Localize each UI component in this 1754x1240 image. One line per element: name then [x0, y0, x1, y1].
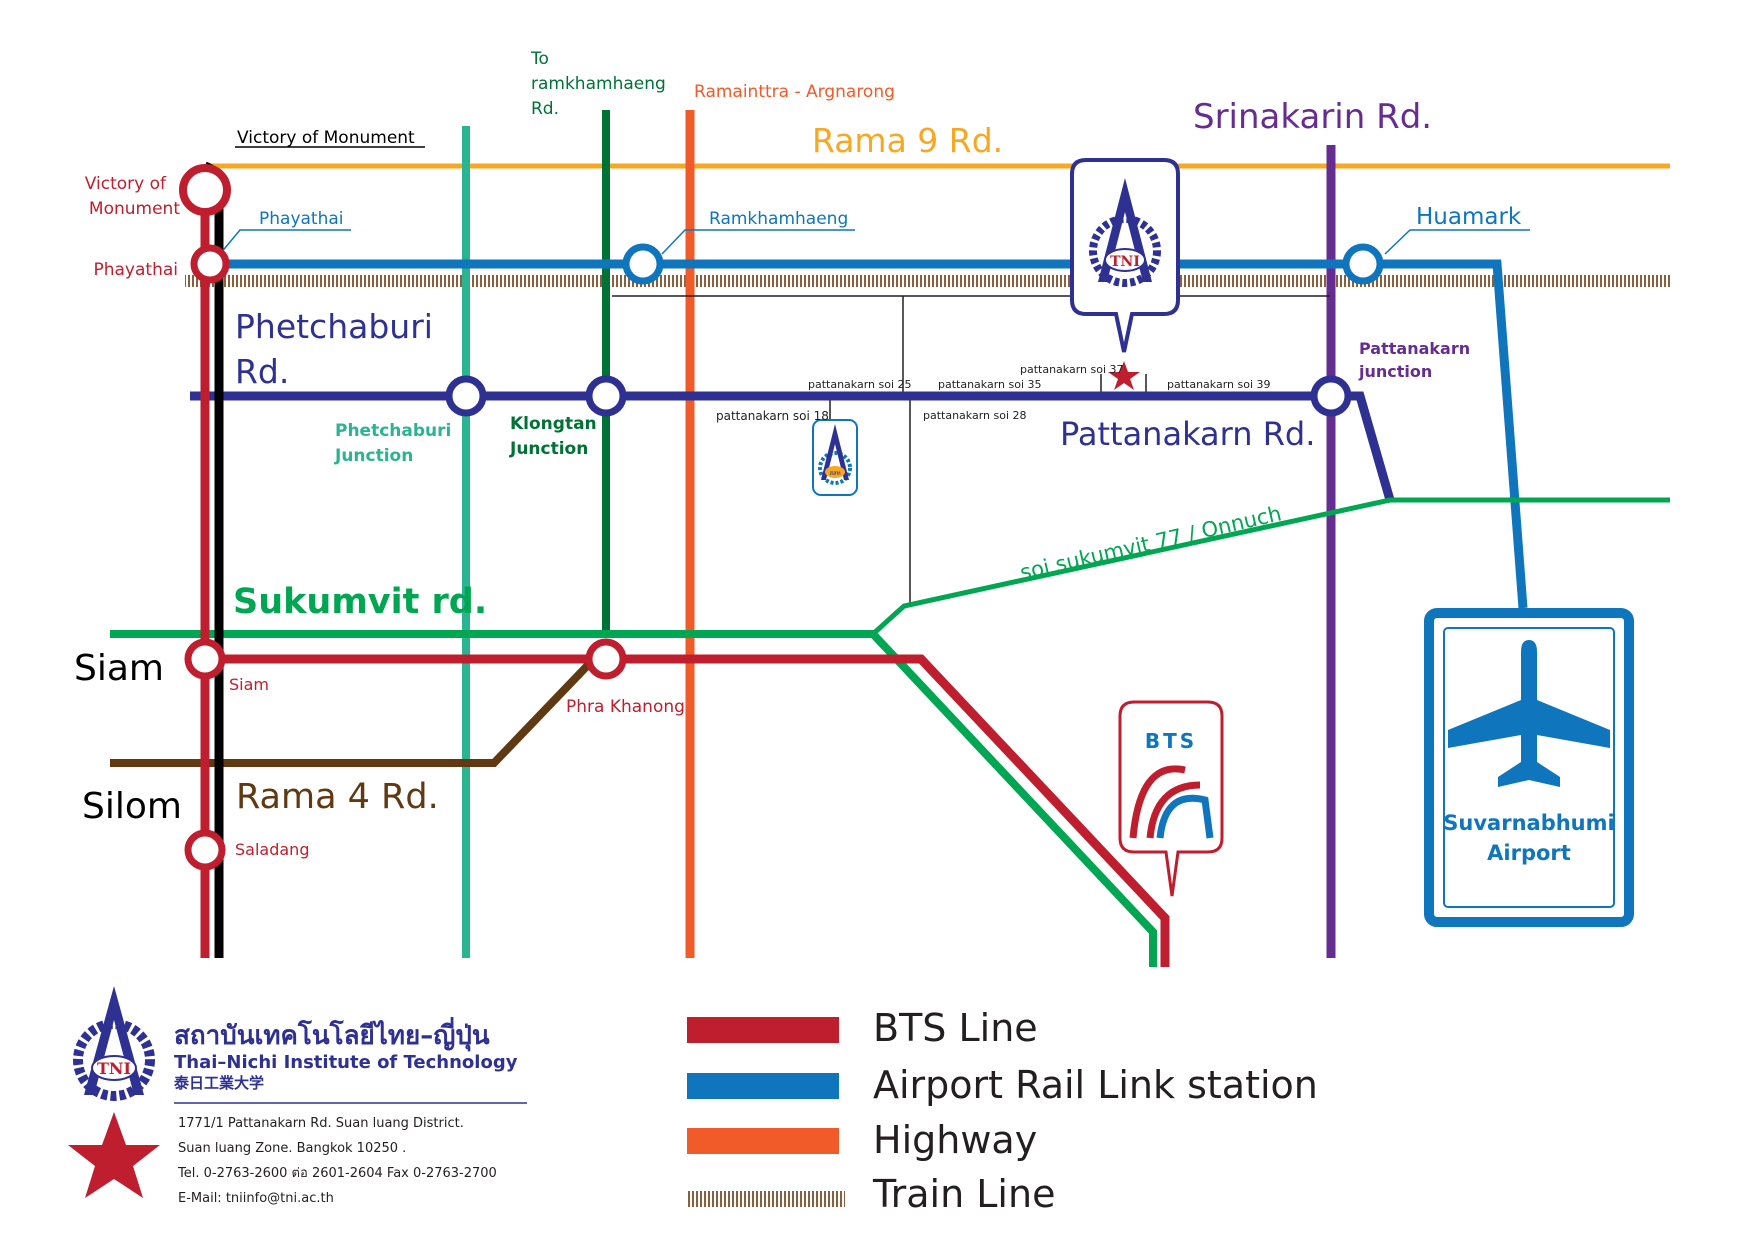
footer-address-3: Tel. 0-2763-2600 ต่อ 2601-2604 Fax 0-276…	[177, 1166, 497, 1181]
rama4-road-label: Rama 4 Rd.	[236, 777, 439, 817]
klongtan-junction-label-1: Klongtan	[510, 414, 597, 434]
legend-label-highway: Highway	[873, 1118, 1037, 1162]
station-phra-khanong[interactable]	[585, 638, 627, 680]
rama9-label: Rama 9 Rd.	[812, 121, 1003, 160]
phetchaburi-junction-label-1: Phetchaburi	[335, 421, 451, 441]
sukumvit-road	[110, 630, 1157, 967]
tni-badge-text: TNI	[1110, 254, 1140, 270]
siam-small-label: Siam	[229, 675, 269, 694]
footer-address-1: 1771/1 Pattanakarn Rd. Suan luang Distri…	[178, 1116, 464, 1131]
siam-big-label: Siam	[74, 648, 164, 689]
footer-name-en: Thai–Nichi Institute of Technology	[174, 1052, 518, 1073]
tni-map-badge[interactable]: TNI	[1070, 158, 1180, 353]
legend-label-bts: BTS Line	[873, 1006, 1038, 1050]
tni-location-star[interactable]	[1108, 361, 1140, 390]
phra-khanong-label: Phra Khanong	[566, 697, 685, 717]
soi35-label: pattanakarn soi 35	[938, 378, 1042, 391]
soi25-label: pattanakarn soi 25	[808, 378, 912, 391]
footer-star-icon	[68, 1112, 160, 1198]
rama4-road	[110, 661, 592, 767]
station-phayathai[interactable]	[190, 244, 230, 284]
station-saladang[interactable]	[184, 829, 226, 871]
silom-label: Silom	[82, 786, 182, 827]
callout-ramkhamhaeng	[661, 229, 855, 255]
onnuch-road-label: soi sukumvit 77 / Onnuch	[1018, 501, 1284, 585]
footer-tni-logo: TNI	[73, 986, 155, 1101]
pattanakarn-junction-label-2: junction	[1358, 362, 1432, 381]
tni-badge-logo-icon: TNI	[1089, 178, 1161, 287]
station-pattanakarn-junction[interactable]	[1310, 375, 1352, 417]
airport-label-line2: Airport	[1487, 841, 1571, 865]
bts-silom-line	[205, 654, 1170, 967]
phetchaburi-junction-label-2: Junction	[334, 446, 413, 466]
victory-callout-label: Victory of Monument	[237, 128, 415, 148]
soi18-label: pattanakarn soi 18	[716, 409, 829, 423]
to-ramkhamhaeng-label-2: ramkhamhaeng	[531, 74, 666, 94]
phayathai-blue-label: Phayathai	[259, 209, 344, 229]
legend: BTS Line Airport Rail Link station Highw…	[687, 1006, 1318, 1216]
legend-swatch-train	[687, 1191, 845, 1207]
to-ramkhamhaeng-label-3: Rd.	[531, 99, 559, 119]
soi28-label: pattanakarn soi 28	[923, 409, 1027, 422]
phayathai-red-label: Phayathai	[93, 260, 178, 280]
victory-station-label-1: Victory of	[85, 174, 167, 194]
legend-label-train: Train Line	[872, 1172, 1055, 1216]
phetchaburi-road-label-2: Rd.	[235, 352, 289, 391]
callout-phayathai	[219, 229, 351, 255]
legend-swatch-highway	[687, 1128, 839, 1154]
station-klongtan-junction[interactable]	[585, 375, 627, 417]
victory-station-label-2: Monument	[89, 199, 180, 219]
pattanakarn-junction-label-1: Pattanakarn	[1359, 339, 1470, 358]
to-ramkhamhaeng-label-1: To	[530, 49, 549, 69]
ramkhamhaeng-label: Ramkhamhaeng	[709, 209, 848, 229]
saladang-label: Saladang	[235, 840, 309, 859]
srinakarin-label: Srinakarin Rd.	[1193, 97, 1432, 137]
phetchaburi-road-label-1: Phetchaburi	[235, 307, 433, 346]
huamark-label: Huamark	[1416, 204, 1522, 230]
station-ramkhamhaeng[interactable]	[622, 243, 664, 285]
bts-logo-icon	[1129, 765, 1186, 839]
station-phetchaburi-junction[interactable]	[445, 375, 487, 417]
onnuch-road	[871, 497, 1670, 636]
station-huamark[interactable]	[1342, 243, 1384, 285]
train-line	[185, 275, 1670, 287]
bts-logo-pin: BTS	[1118, 700, 1224, 897]
footer-name-jp: 泰日工業大学	[173, 1074, 264, 1092]
footer-address-4: E-Mail: tniinfo@tni.ac.th	[178, 1191, 334, 1206]
station-victory[interactable]	[179, 164, 231, 216]
callout-huamark	[1384, 229, 1530, 255]
phetchaburi-road	[190, 391, 1395, 502]
bts-logo-text: BTS	[1145, 729, 1197, 753]
pattanakarn-road-label: Pattanakarn Rd.	[1060, 415, 1315, 453]
airport-label-line1: Suvarnabhumi	[1443, 811, 1614, 835]
ramainttra-label: Ramainttra - Argnarong	[694, 82, 895, 102]
footer-address-2: Suan luang Zone. Bangkok 10250 .	[178, 1141, 406, 1156]
legend-label-airport: Airport Rail Link station	[873, 1063, 1318, 1107]
footer-logo-text: TNI	[97, 1059, 131, 1078]
soi37-label: pattanakarn soi 37	[1020, 363, 1124, 376]
footer-name-thai: สถาบันเทคโนโลยีไทย–ญี่ปุ่น	[174, 1016, 490, 1052]
airport-box[interactable]: Suvarnabhumi Airport	[1424, 608, 1634, 927]
klongtan-junction-label-2: Junction	[509, 439, 588, 459]
station-siam[interactable]	[184, 638, 226, 680]
airplane-icon	[1448, 640, 1610, 787]
tni-small-badge-text: สสท	[829, 470, 840, 477]
soi39-label: pattanakarn soi 39	[1167, 378, 1271, 391]
legend-swatch-airport	[687, 1073, 839, 1099]
tni-small-badge: สสท	[812, 419, 858, 496]
sukumvit-road-label: Sukumvit rd.	[233, 582, 487, 622]
legend-swatch-bts	[687, 1017, 839, 1043]
